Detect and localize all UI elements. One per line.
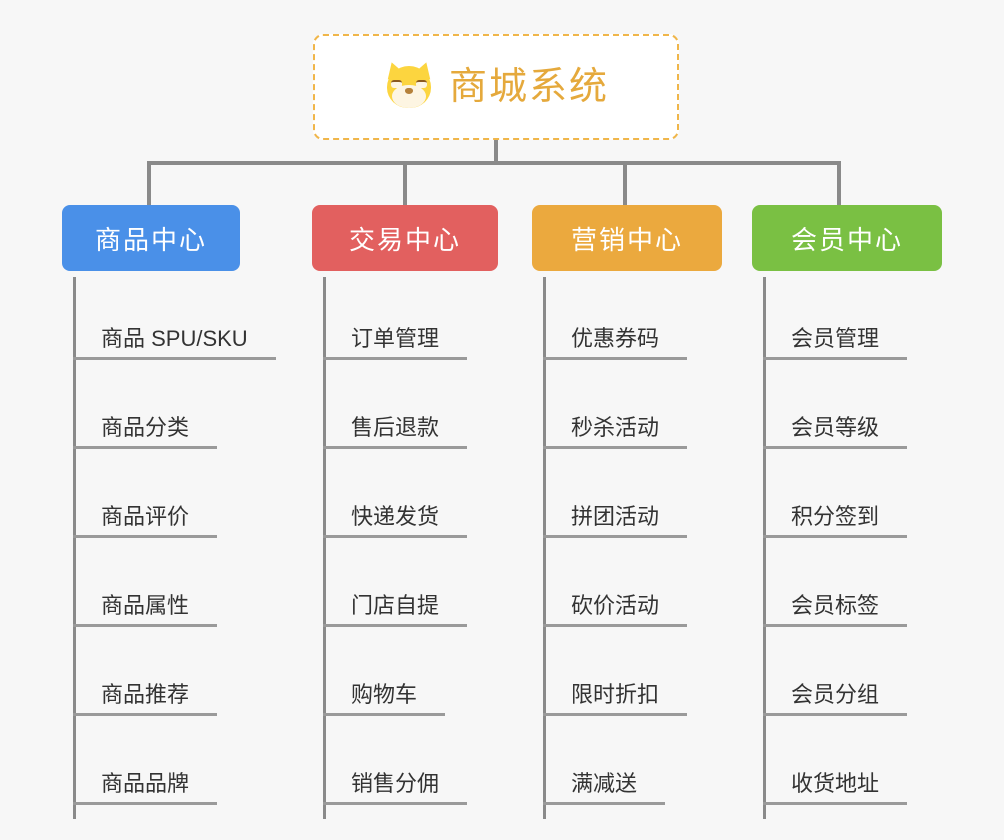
leaf-label: 满减送 [543, 771, 666, 805]
list-item[interactable]: 满减送 [532, 716, 752, 805]
leaf-label: 砍价活动 [543, 593, 688, 627]
branch-spine [763, 277, 766, 819]
leaf-list: 商品 SPU/SKU 商品分类 商品评价 商品属性 商品推荐 商品品牌 [62, 271, 312, 805]
leaf-label: 会员分组 [763, 682, 908, 716]
list-item[interactable]: 会员标签 [752, 538, 972, 627]
leaf-label: 拼团活动 [543, 504, 688, 538]
list-item[interactable]: 砍价活动 [532, 538, 752, 627]
leaf-label: 秒杀活动 [543, 415, 688, 449]
list-item[interactable]: 收货地址 [752, 716, 972, 805]
list-item[interactable]: 商品 SPU/SKU [62, 271, 312, 360]
leaf-label: 快递发货 [323, 504, 468, 538]
list-item[interactable]: 会员等级 [752, 360, 972, 449]
branch-spine [323, 277, 326, 819]
list-item[interactable]: 秒杀活动 [532, 360, 752, 449]
shiba-dog-face-icon [383, 59, 435, 113]
leaf-label: 会员管理 [763, 326, 908, 360]
list-item[interactable]: 积分签到 [752, 449, 972, 538]
leaf-label: 购物车 [323, 682, 446, 716]
branch-header-product-center[interactable]: 商品中心 [62, 205, 240, 271]
connector-root-stem [494, 140, 498, 165]
leaf-label: 订单管理 [323, 326, 468, 360]
branch-column-member-center: 会员中心 会员管理 会员等级 积分签到 会员标签 会员分组 收货地址 [752, 205, 972, 819]
list-item[interactable]: 会员分组 [752, 627, 972, 716]
root-title: 商城系统 [448, 66, 609, 108]
leaf-label: 销售分佣 [323, 771, 468, 805]
leaf-label: 商品 SPU/SKU [73, 326, 276, 360]
list-item[interactable]: 会员管理 [752, 271, 972, 360]
root-node[interactable]: 商城系统 [313, 34, 679, 140]
leaf-label: 收货地址 [763, 771, 908, 805]
leaf-label: 积分签到 [763, 504, 908, 538]
leaf-label: 门店自提 [323, 593, 468, 627]
leaf-label: 限时折扣 [543, 682, 688, 716]
leaf-label: 会员等级 [763, 415, 908, 449]
leaf-list: 会员管理 会员等级 积分签到 会员标签 会员分组 收货地址 [752, 271, 972, 805]
list-item[interactable]: 销售分佣 [312, 716, 532, 805]
list-item[interactable]: 拼团活动 [532, 449, 752, 538]
leaf-label: 会员标签 [763, 593, 908, 627]
list-item[interactable]: 商品分类 [62, 360, 312, 449]
leaf-label: 商品属性 [73, 593, 218, 627]
leaf-list: 优惠券码 秒杀活动 拼团活动 砍价活动 限时折扣 满减送 [532, 271, 752, 805]
connector-drop-branch-2 [403, 161, 407, 207]
list-item[interactable]: 快递发货 [312, 449, 532, 538]
branch-spine [73, 277, 76, 819]
leaf-label: 售后退款 [323, 415, 468, 449]
list-item[interactable]: 门店自提 [312, 538, 532, 627]
branch-spine [543, 277, 546, 819]
list-item[interactable]: 商品属性 [62, 538, 312, 627]
branch-column-trade-center: 交易中心 订单管理 售后退款 快递发货 门店自提 购物车 销售分佣 [312, 205, 532, 819]
branch-header-trade-center[interactable]: 交易中心 [312, 205, 498, 271]
leaf-label: 商品评价 [73, 504, 218, 538]
connector-drop-branch-1 [147, 161, 151, 207]
leaf-label: 商品品牌 [73, 771, 218, 805]
list-item[interactable]: 优惠券码 [532, 271, 752, 360]
list-item[interactable]: 售后退款 [312, 360, 532, 449]
branch-header-marketing-center[interactable]: 营销中心 [532, 205, 722, 271]
leaf-label: 商品推荐 [73, 682, 218, 716]
leaf-label: 优惠券码 [543, 326, 688, 360]
branch-column-product-center: 商品中心 商品 SPU/SKU 商品分类 商品评价 商品属性 商品推荐 商品品牌 [62, 205, 312, 819]
list-item[interactable]: 商品推荐 [62, 627, 312, 716]
connector-drop-branch-3 [623, 161, 627, 207]
connector-horizontal-bus [147, 161, 841, 165]
branch-column-marketing-center: 营销中心 优惠券码 秒杀活动 拼团活动 砍价活动 限时折扣 满减送 [532, 205, 752, 819]
leaf-list: 订单管理 售后退款 快递发货 门店自提 购物车 销售分佣 [312, 271, 532, 805]
branch-header-member-center[interactable]: 会员中心 [752, 205, 942, 271]
leaf-label: 商品分类 [73, 415, 218, 449]
list-item[interactable]: 购物车 [312, 627, 532, 716]
list-item[interactable]: 商品评价 [62, 449, 312, 538]
list-item[interactable]: 订单管理 [312, 271, 532, 360]
list-item[interactable]: 限时折扣 [532, 627, 752, 716]
connector-drop-branch-4 [837, 161, 841, 207]
list-item[interactable]: 商品品牌 [62, 716, 312, 805]
